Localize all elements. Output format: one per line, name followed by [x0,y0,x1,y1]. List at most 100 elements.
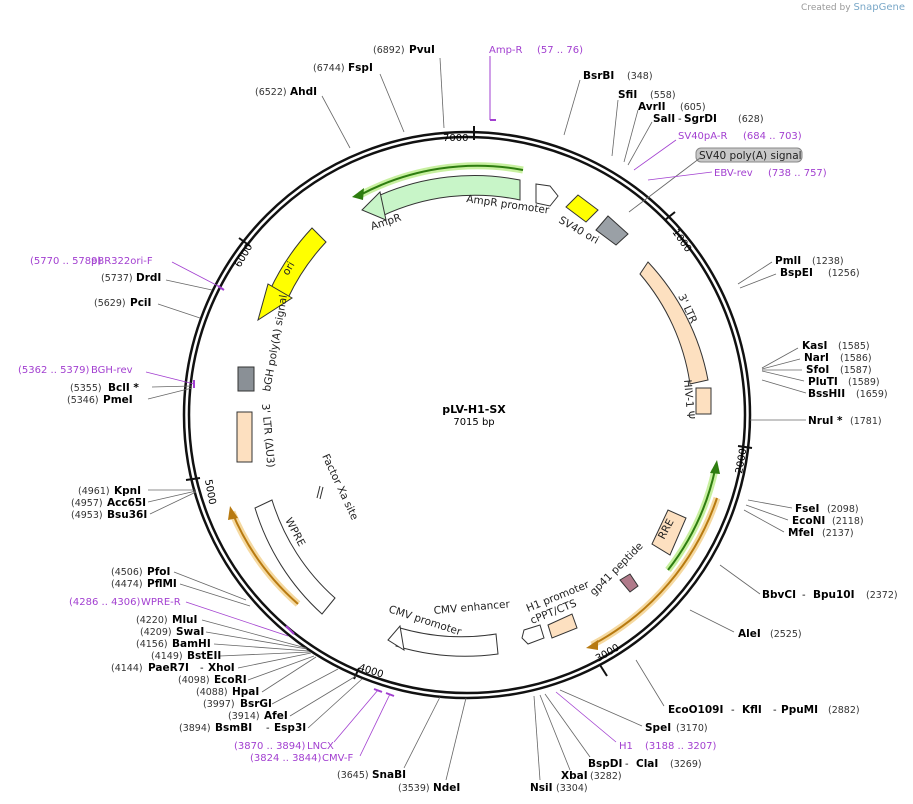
svg-text:(3282): (3282) [590,771,622,782]
primer-ebv-rev[interactable]: EBV-rev [714,168,753,179]
primer-h1[interactable]: H1 [619,741,633,752]
ampr-arrowhead [352,188,364,200]
svg-text:(1586): (1586) [840,353,872,364]
site-ecori[interactable]: EcoRI [214,674,247,686]
svg-text:(3870 .. 3894): (3870 .. 3894) [234,741,306,752]
site-spei[interactable]: SpeI [645,722,671,734]
site-bcli[interactable]: BclI * [108,382,139,394]
site-esp3i[interactable]: Esp3I [274,722,306,734]
svg-text:(5629): (5629) [94,298,126,309]
site-bspei[interactable]: BspEI [780,267,813,279]
site-sali[interactable]: SalI [653,113,675,125]
svg-text:(5770 .. 5789): (5770 .. 5789) [30,256,102,267]
ampr-direction-arrow [359,164,524,196]
lower-right-direction-arrow [591,497,718,646]
svg-text:(1585): (1585) [838,341,870,352]
site-pflmi[interactable]: PflMI [147,578,177,590]
svg-text:-: - [625,759,629,770]
site-nsii[interactable]: NsiI [530,782,553,794]
svg-text:(1587): (1587) [840,365,872,376]
svg-text:(2118): (2118) [832,516,864,527]
svg-text:(2098): (2098) [827,504,859,515]
site-ecoo109i[interactable]: EcoO109I [668,704,723,716]
site-avrii[interactable]: AvrII [638,101,666,113]
primer-amp-r[interactable]: Amp-R [489,45,523,56]
site-drdi[interactable]: DrdI [136,272,161,284]
site-xhoi[interactable]: XhoI [208,662,235,674]
site-bsshii[interactable]: BssHII [808,388,845,400]
position-ticks [185,126,753,680]
site-acc65i[interactable]: Acc65I [107,497,146,509]
svg-text:(3645): (3645) [337,770,369,781]
svg-text:(738 .. 757): (738 .. 757) [768,168,827,179]
site-clai[interactable]: ClaI [636,758,658,770]
cmv-enhancer-label: CMV enhancer [433,598,511,617]
primer-lncx[interactable]: LNCX [307,741,334,752]
site-bspdi[interactable]: BspDI [588,758,622,770]
primer-bgh-rev[interactable]: BGH-rev [91,365,133,376]
site-bsteii[interactable]: BstEII [187,650,221,662]
site-ndei[interactable]: NdeI [433,782,460,794]
site-fspi[interactable]: FspI [348,62,373,74]
primer-cmv-f[interactable]: CMV-F [322,753,353,764]
site-mlui[interactable]: MluI [172,614,197,626]
svg-text:(1238): (1238) [812,256,844,267]
svg-text:(4209): (4209) [140,627,172,638]
site-bsu36i[interactable]: Bsu36I [107,509,147,521]
site-kfli[interactable]: KflI [742,704,762,716]
primer-pbr322ori-f[interactable]: pBR322ori-F [91,256,153,267]
site-bsrbi[interactable]: BsrBI [583,70,614,82]
wpre-direction-arrow [231,511,299,605]
site-bpu10i[interactable]: Bpu10I [813,589,855,601]
site-kpni[interactable]: KpnI [114,485,141,497]
site-sfoi[interactable]: SfoI [806,364,829,376]
svg-text:-: - [678,114,682,125]
sv40-polya-leader [628,157,701,213]
site-sfii[interactable]: SfiI [618,89,637,101]
site-nari[interactable]: NarI [804,352,829,364]
primer-sv40pa-r[interactable]: SV40pA-R [678,131,727,142]
sv40-polya-label-box [695,147,803,163]
site-mfei[interactable]: MfeI [788,527,814,539]
site-pvui[interactable]: PvuI [409,44,435,56]
svg-text:(4506): (4506) [111,567,143,578]
site-ppumi[interactable]: PpuMI [781,704,818,716]
svg-text:(348): (348) [627,71,653,82]
site-pmli[interactable]: PmlI [775,255,801,267]
site-bsmbi[interactable]: BsmBI [215,722,252,734]
site-pmei[interactable]: PmeI [103,394,133,406]
site-alei[interactable]: AleI [738,628,761,640]
site-xbai[interactable]: XbaI [561,770,588,782]
sv40-ori-feature [565,194,599,223]
site-ahdi[interactable]: AhdI [290,86,317,98]
site-hpai[interactable]: HpaI [232,686,259,698]
ampr-promoter-feature [535,183,559,207]
site-fsei[interactable]: FseI [795,503,819,515]
site-sgrdi[interactable]: SgrDI [684,113,717,125]
site-nrui[interactable]: NruI * [808,415,843,427]
svg-text:(5362 .. 5379): (5362 .. 5379) [18,365,90,376]
site-paer7i[interactable]: PaeR7I [148,662,189,674]
primer-wpre-r[interactable]: WPRE-R [141,597,181,608]
feature-labels: SV40 poly(A) signal SV40 ori AmpR promot… [259,147,803,638]
svg-text:(3170): (3170) [676,723,708,734]
site-bsrgi[interactable]: BsrGI [240,698,272,710]
svg-text:(4953): (4953) [71,510,103,521]
plasmid-size: 7015 bp [453,417,494,428]
svg-text:(3997): (3997) [203,699,235,710]
svg-text:(4286 .. 4306): (4286 .. 4306) [69,597,141,608]
site-swai[interactable]: SwaI [176,626,204,638]
site-snabi[interactable]: SnaBI [372,769,406,781]
svg-text:(4144): (4144) [111,663,143,674]
svg-text:(4474): (4474) [111,579,143,590]
site-kasi[interactable]: KasI [802,340,827,352]
svg-text:(605): (605) [680,102,706,113]
site-pluti[interactable]: PluTI [808,376,838,388]
site-pfoi[interactable]: PfoI [147,566,170,578]
site-econi[interactable]: EcoNI [792,515,825,527]
site-afei[interactable]: AfeI [264,710,288,722]
site-pcii[interactable]: PciI [130,297,151,309]
site-bbvci[interactable]: BbvCI [762,589,796,601]
svg-text:(2882): (2882) [828,705,860,716]
site-bamhi[interactable]: BamHI [172,638,211,650]
